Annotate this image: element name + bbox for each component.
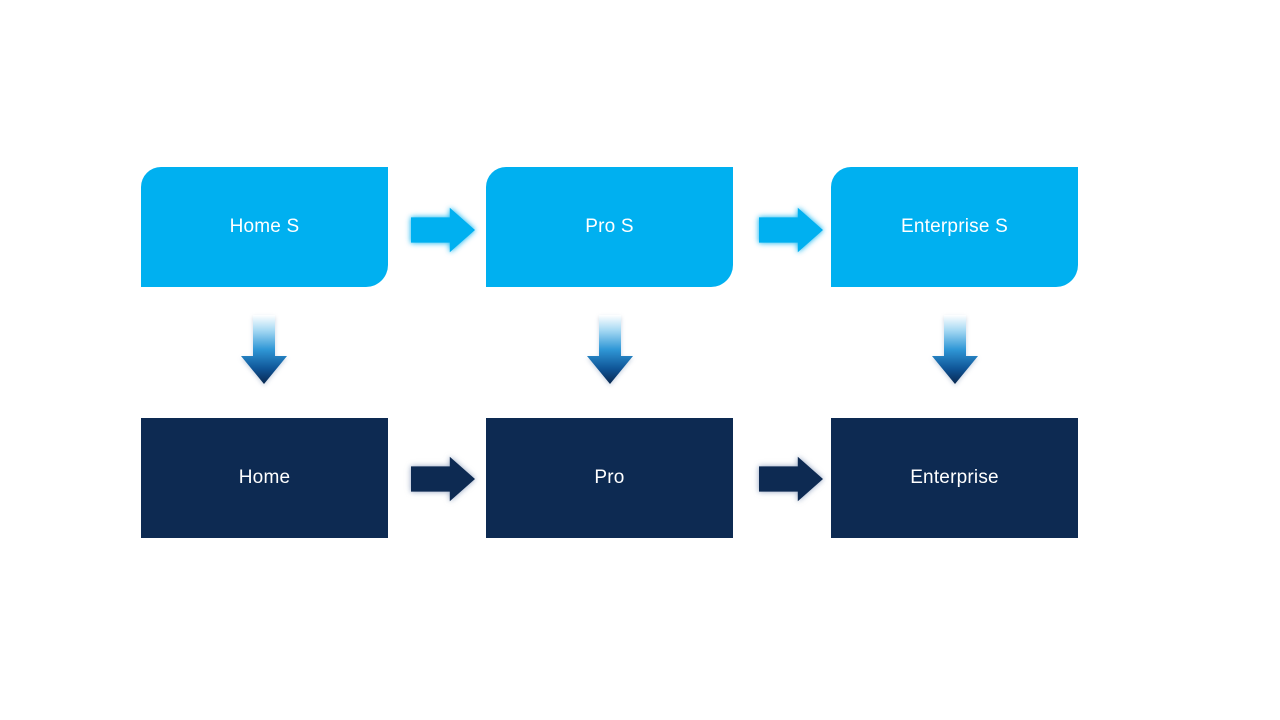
node-label: Home <box>238 467 291 488</box>
right-arrow-icon <box>411 207 475 253</box>
node-label: Pro S <box>585 216 634 237</box>
node-label: Pro <box>594 467 625 488</box>
right-arrow-icon <box>759 456 823 502</box>
down-arrow-icon <box>587 315 633 384</box>
down-arrow-icon <box>241 315 287 384</box>
node-enterprise-s: Enterprise S <box>831 167 1078 287</box>
node-home: Home <box>141 418 388 538</box>
right-arrow-icon <box>759 207 823 253</box>
node-home-s: Home S <box>141 167 388 287</box>
right-arrow-icon <box>411 456 475 502</box>
node-pro-s: Pro S <box>486 167 733 287</box>
down-arrow-icon <box>932 315 978 384</box>
node-pro: Pro <box>486 418 733 538</box>
node-label: Home S <box>229 216 300 237</box>
node-label: Enterprise <box>910 467 999 488</box>
node-enterprise: Enterprise <box>831 418 1078 538</box>
node-label: Enterprise S <box>901 216 1008 237</box>
